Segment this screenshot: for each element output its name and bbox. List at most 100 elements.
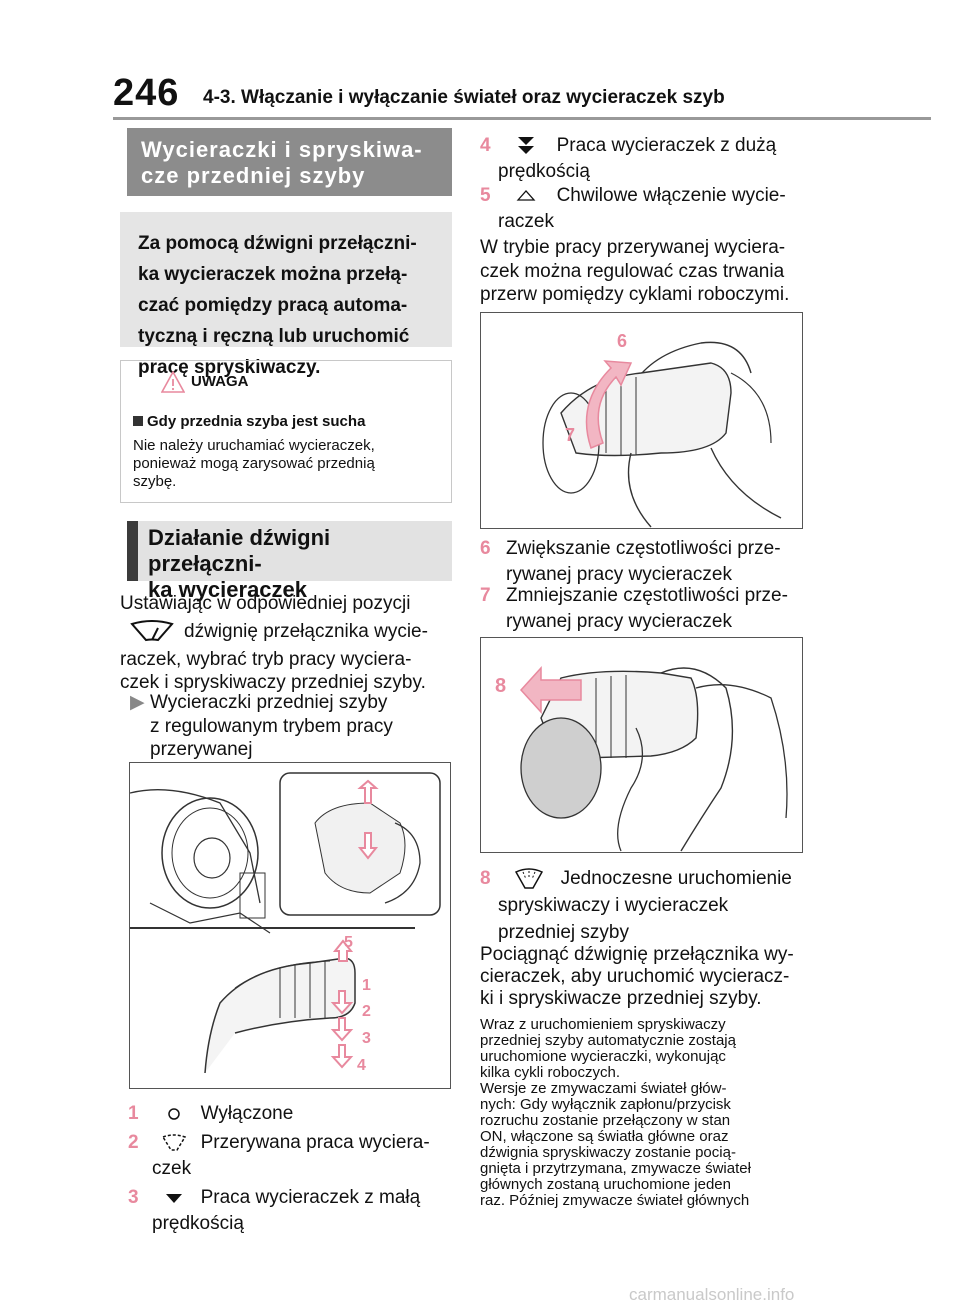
washer-notes: Wraz z uruchomieniem spryskiwaczy przedn… bbox=[480, 1017, 820, 1209]
note-line: Wraz z uruchomieniem spryskiwaczy bbox=[480, 1016, 726, 1033]
para-line: raczek, wybrać tryb pracy wyciera- bbox=[120, 648, 412, 670]
low-speed-triangle-icon bbox=[166, 1193, 183, 1203]
item-text: spryskiwaczy i wycieraczek bbox=[498, 895, 729, 916]
wiper-lever-illustration: 5 1 2 3 4 bbox=[129, 772, 441, 1074]
para-line: czek można regulować czas trwania bbox=[480, 260, 785, 282]
section-title-line: Działanie dźwigni przełączni- bbox=[148, 525, 331, 576]
item-text: prędkością bbox=[498, 161, 590, 182]
caution-line: szybę. bbox=[133, 473, 177, 490]
note-line: przedniej szyby automatycznie zostają bbox=[480, 1032, 736, 1049]
item-text: prędkością bbox=[152, 1213, 244, 1234]
item-text: przedniej szyby bbox=[498, 922, 629, 943]
running-title: 4-3. Włączanie i wyłączanie świateł oraz… bbox=[203, 87, 725, 108]
pull-paragraph: Pociągnąć dźwignię przełącznika wy- cier… bbox=[480, 944, 825, 1010]
figure-label-7: 7 bbox=[565, 425, 575, 445]
figure-label-5: 5 bbox=[344, 934, 353, 951]
intro-line: Za pomocą dźwigni przełączni- bbox=[138, 233, 417, 254]
interval-paragraph: W trybie pracy przerywanej wyciera- czek… bbox=[480, 236, 820, 307]
washer-spray-icon bbox=[515, 868, 544, 889]
item-text: rywanej pracy wycieraczek bbox=[506, 564, 732, 585]
mist-chevron-icon bbox=[516, 190, 536, 201]
figure-label-6: 6 bbox=[617, 331, 627, 351]
note-line: raz. Później zmywacze świateł głównych bbox=[480, 1192, 750, 1209]
square-bullet-icon bbox=[133, 416, 143, 426]
caution-line: Nie należy uruchamiać wycieraczek, bbox=[133, 437, 375, 454]
bullet-line: z regulowanym trybem pracy bbox=[150, 715, 393, 737]
para-line: czek i spryskiwaczy przedniej szyby. bbox=[120, 672, 426, 693]
item-6: 6 Zwiększanie częstotliwości prze- rywane… bbox=[480, 536, 820, 588]
para-line: ki i spryskiwacze przedniej szyby. bbox=[480, 988, 762, 1009]
intro-line: ka wycieraczek można przełą- bbox=[138, 264, 408, 285]
caution-line: ponieważ mogą zarysować przednią bbox=[133, 455, 375, 472]
item-number: 3 bbox=[128, 1187, 139, 1208]
note-line: gnięta i przytrzymana, zmywacze świateł bbox=[480, 1160, 751, 1177]
item-number: 8 bbox=[480, 868, 491, 889]
interval-dial-illustration: 6 7 bbox=[542, 331, 782, 528]
item-1: 1 Wyłączone bbox=[128, 1101, 458, 1127]
intermittent-wiper-icon bbox=[162, 1134, 187, 1151]
item-text: Zmniejszanie częstotliwości prze- bbox=[506, 585, 788, 606]
note-line: ON, włączone są światła główne oraz bbox=[480, 1128, 729, 1145]
watermark: carmanualsonline.info bbox=[629, 1285, 795, 1304]
item-text: Przerywana praca wyciera- bbox=[200, 1132, 430, 1153]
item-8: 8 Jednoczesne uruchomienie spryskiwaczy … bbox=[480, 865, 820, 946]
item-text: czek bbox=[152, 1158, 192, 1179]
item-3: 3 Praca wycieraczek z małą prędkością bbox=[128, 1185, 458, 1237]
off-circle-icon bbox=[168, 1108, 181, 1120]
caution-title: UWAGA bbox=[191, 373, 249, 390]
caution-body: Nie należy uruchamiać wycieraczek, ponie… bbox=[133, 437, 441, 491]
section-title-line: ka wycieraczek bbox=[148, 577, 308, 602]
figure-washer-pull: 8 bbox=[480, 637, 803, 853]
caution-subtitle: Gdy przednia szyba jest sucha bbox=[133, 413, 365, 430]
item-5: 5 Chwilowe włączenie wycie- raczek bbox=[480, 183, 820, 235]
item-text: Wyłączone bbox=[200, 1103, 294, 1124]
item-text: Jednoczesne uruchomienie bbox=[560, 868, 792, 889]
para-line: W trybie pracy przerywanej wyciera- bbox=[480, 237, 786, 258]
section-title-wipers: Wycieraczki i spryskiwa- cze przedniej s… bbox=[127, 128, 452, 196]
figure-wiper-lever-positions: 5 1 2 3 4 bbox=[129, 762, 451, 1089]
bullet-line: przerywanej bbox=[150, 739, 253, 760]
item-number: 6 bbox=[480, 538, 491, 559]
wiper-icon bbox=[130, 620, 174, 642]
para-line: Pociągnąć dźwignię przełącznika wy- bbox=[480, 944, 794, 965]
item-text: Praca wycieraczek z małą bbox=[200, 1187, 421, 1208]
item-number: 5 bbox=[480, 185, 491, 206]
para-line: przerw pomiędzy cyklami roboczymi. bbox=[480, 284, 790, 305]
intro-box: Za pomocą dźwigni przełączni- ka wyciera… bbox=[120, 212, 452, 378]
para-line-with-icon: dźwignię przełącznika wycie- bbox=[120, 620, 460, 646]
bullet-wiper-variant: ▶ Wycieraczki przedniej szyby z regulowa… bbox=[130, 691, 450, 762]
figure-label-1: 1 bbox=[362, 977, 371, 994]
intro-line: czać pomiędzy pracą automa- bbox=[138, 295, 408, 316]
figure-interval-adjust: 6 7 bbox=[480, 312, 803, 529]
item-text: raczek bbox=[498, 211, 554, 232]
high-speed-double-triangle-icon bbox=[518, 136, 535, 154]
header-rule bbox=[113, 117, 931, 120]
figure-label-8: 8 bbox=[495, 675, 506, 697]
intro-line: tyczną i ręczną lub uruchomić bbox=[138, 326, 410, 347]
para-line: dźwignię przełącznika wycie- bbox=[184, 620, 428, 642]
chevron-right-icon: ▶ bbox=[130, 692, 145, 713]
figure-label-2: 2 bbox=[362, 1003, 371, 1020]
figure-label-4: 4 bbox=[357, 1057, 366, 1074]
caution-box: UWAGA Gdy przednia szyba jest sucha Nie … bbox=[120, 360, 452, 503]
item-number: 4 bbox=[480, 135, 491, 156]
lever-paragraph: Ustawiając w odpowiedniej pozycji dźwign… bbox=[120, 592, 460, 695]
item-text: Praca wycieraczek z dużą bbox=[556, 135, 777, 156]
bullet-line: Wycieraczki przedniej szyby bbox=[150, 692, 388, 713]
section-title-line: cze przedniej szyby bbox=[141, 163, 366, 188]
item-4: 4 Praca wycieraczek z dużą prędkością bbox=[480, 133, 820, 185]
item-text: Chwilowe włączenie wycie- bbox=[556, 185, 786, 206]
note-line: głównych zostaną uruchomione jeden bbox=[480, 1176, 731, 1193]
note-line: uruchomione wycieraczki, wykonując bbox=[480, 1048, 726, 1065]
item-2: 2 Przerywana praca wyciera- czek bbox=[128, 1130, 458, 1182]
page-number: 246 bbox=[113, 72, 180, 114]
note-line: dźwignia spryskiwaczy zostanie pocią- bbox=[480, 1144, 736, 1161]
note-line: rozruchu zostanie przełączony w stan bbox=[480, 1112, 731, 1129]
intro-line: pracę spryskiwaczy. bbox=[138, 357, 321, 378]
para-line: cieraczek, aby uruchomić wycieracz- bbox=[480, 966, 790, 987]
note-line: kilka cykli roboczych. bbox=[480, 1064, 621, 1081]
warning-icon bbox=[161, 371, 185, 393]
washer-pull-illustration: 8 bbox=[495, 666, 788, 852]
item-text: Zwiększanie częstotliwości prze- bbox=[506, 538, 781, 559]
